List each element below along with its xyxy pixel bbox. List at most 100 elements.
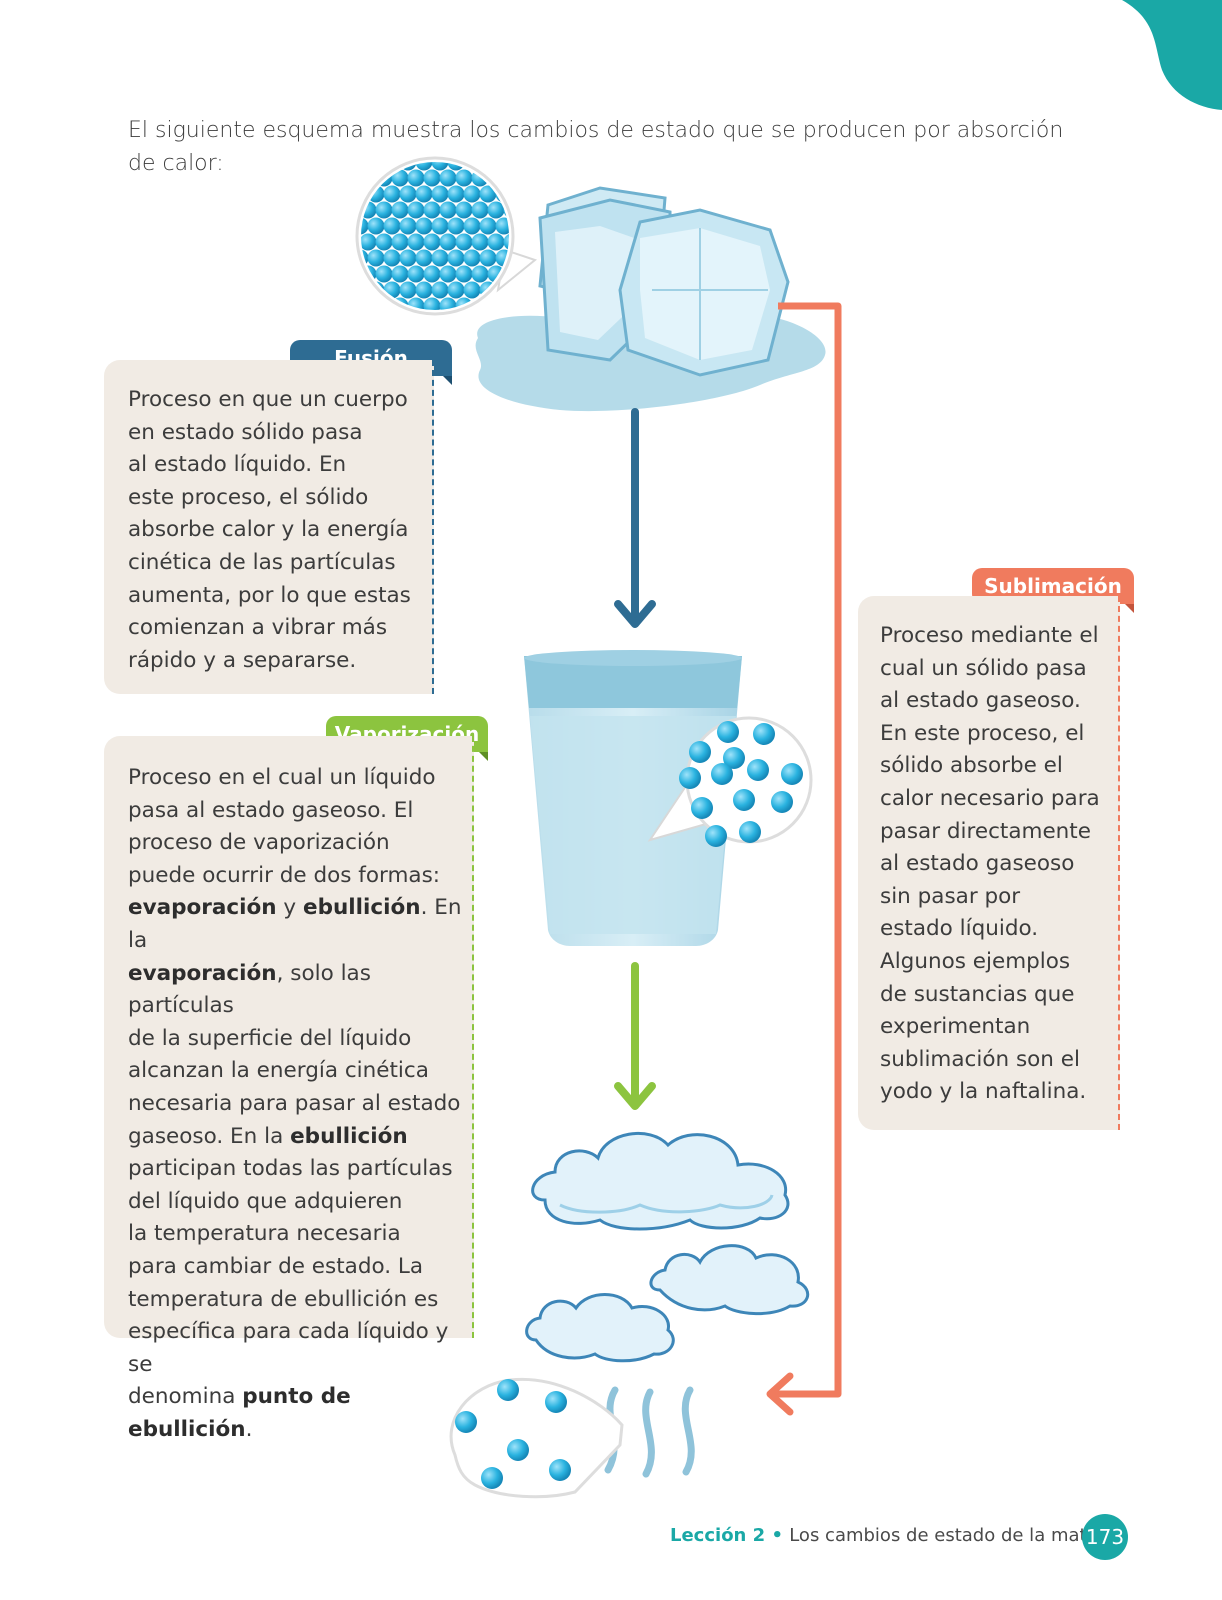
particle (399, 217, 417, 235)
particle (711, 763, 733, 785)
particle (497, 1379, 519, 1401)
particle (383, 249, 401, 267)
particle (447, 217, 465, 235)
particle (463, 249, 481, 267)
vapor-line: específica para cada líquido y se (128, 1319, 449, 1377)
particle (507, 1439, 529, 1461)
page-footer: Lección 2 • Los cambios de estado de la … (670, 1518, 1121, 1554)
subl-line: Proceso mediante el (880, 623, 1099, 648)
bold-term: punto de ebullición (128, 1384, 351, 1442)
lesson-topic: Los cambios de estado de la materia (789, 1525, 1122, 1546)
subl-line: sublimación son el (880, 1046, 1080, 1072)
text-span: . (245, 1416, 253, 1442)
subl-line: yodo y la naftalina. (880, 1079, 1087, 1105)
particle (431, 162, 449, 171)
particle (455, 169, 473, 187)
particle (545, 1391, 567, 1413)
particle (367, 249, 385, 267)
particle (520, 298, 537, 315)
vapor-line: del líquido que adquieren (128, 1188, 403, 1214)
particle (423, 233, 441, 251)
particle (495, 162, 509, 171)
particle (375, 265, 393, 283)
particle (455, 1411, 477, 1433)
particle (512, 282, 529, 299)
fusion-line: al estado líquido. En (128, 452, 347, 478)
intro-text: El siguiente esquema muestra los cambios… (128, 118, 1064, 176)
particle (367, 217, 385, 235)
particle (431, 281, 449, 299)
fusion-line: aumenta, por lo que estas (128, 582, 411, 608)
particle (439, 265, 457, 283)
particle (383, 217, 401, 235)
particle (503, 169, 509, 187)
particle (423, 297, 441, 310)
particle (361, 281, 369, 299)
particle (407, 169, 425, 187)
particle (383, 185, 401, 203)
vaporization-arrow-icon (614, 962, 656, 1110)
fusion-card: Proceso en que un cuerpo en estado sólid… (104, 360, 434, 694)
particle (407, 297, 425, 310)
particle (479, 217, 497, 235)
subl-line: cual un sólido pasa (880, 655, 1087, 681)
particle (415, 249, 433, 267)
ice-cubes-icon (538, 186, 790, 377)
fusion-arrow-icon (614, 408, 656, 628)
vapor-line: alcanzan la energía cinética (128, 1058, 429, 1084)
particle (479, 185, 497, 203)
vapor-line: proceso de vaporización (128, 830, 390, 856)
fusion-line: este proceso, el sólido (128, 484, 369, 510)
particle (717, 721, 739, 743)
particle (431, 249, 449, 267)
particle (439, 297, 457, 310)
particle (415, 217, 433, 235)
vapor-line: participan todas las partículas (128, 1156, 453, 1182)
particle (399, 281, 417, 299)
particle (439, 169, 457, 187)
particle (479, 249, 497, 267)
particle (375, 233, 393, 251)
particle (407, 265, 425, 283)
particle (781, 763, 803, 785)
fusion-line: Proceso en que un cuerpo (128, 387, 408, 412)
particle (423, 265, 441, 283)
particle (431, 217, 449, 235)
particle (479, 162, 497, 171)
particle (753, 723, 775, 745)
vapor-line: pasa al estado gaseoso. El (128, 797, 414, 823)
particle (471, 201, 489, 219)
page-number: 173 (1082, 1514, 1128, 1560)
liquid-particles-icon (647, 716, 813, 847)
particle (471, 233, 489, 251)
vapor-line: puede ocurrir de dos formas: (128, 862, 441, 888)
particle (455, 201, 473, 219)
vapor-line: de la superficie del líquido (128, 1025, 412, 1051)
sublimation-arrow-icon (766, 302, 842, 1416)
subl-line: Algunos ejemplos (880, 948, 1071, 974)
sublimation-card: Proceso mediante el cual un sólido pasa … (858, 596, 1120, 1130)
particle (399, 249, 417, 267)
subl-line: sólido absorbe el (880, 753, 1063, 779)
particle (447, 249, 465, 267)
solid-particles-icon (355, 156, 538, 316)
particle (487, 201, 505, 219)
lesson-label: Lección 2 (670, 1525, 766, 1546)
particle (447, 185, 465, 203)
particle (689, 741, 711, 763)
particle (455, 265, 473, 283)
particle (691, 797, 713, 819)
vapor-line: la temperatura necesaria (128, 1221, 401, 1247)
particle (771, 791, 793, 813)
particle (723, 747, 745, 769)
particle (705, 825, 727, 847)
fusion-line: cinética de las partículas (128, 549, 396, 575)
particle (423, 169, 441, 187)
particle (455, 233, 473, 251)
vapor-line: gaseoso. En la ebullición (128, 1121, 472, 1154)
particle (520, 170, 537, 187)
particle (447, 281, 465, 299)
vapor-line: necesaria para pasar al estado (128, 1090, 461, 1116)
subl-line: En este proceso, el (880, 720, 1085, 746)
